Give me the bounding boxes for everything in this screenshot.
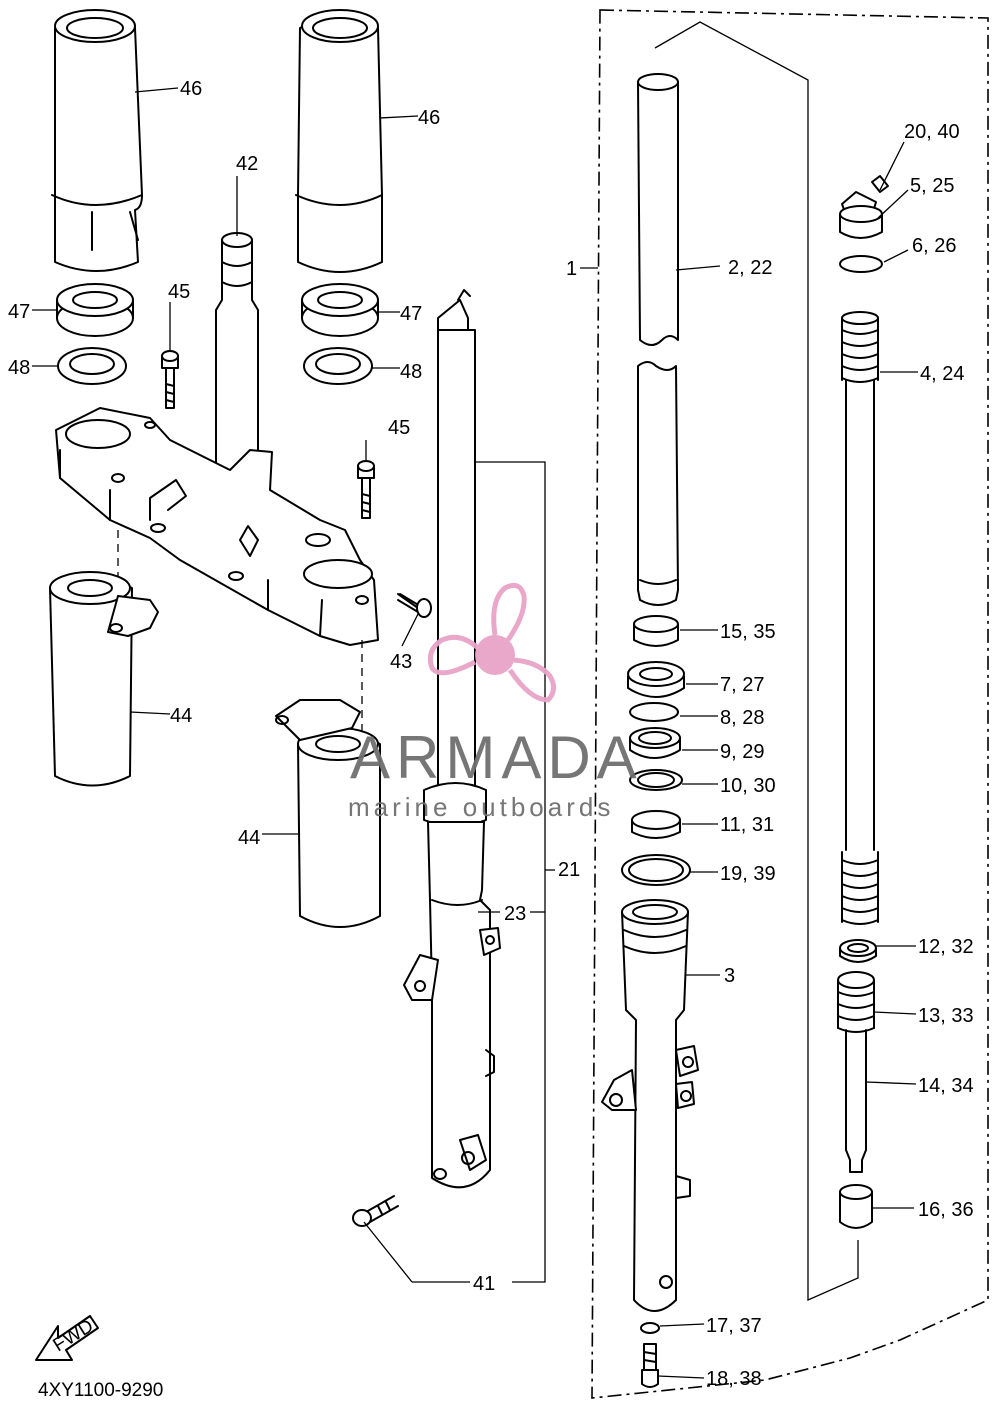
cap-bolt: [839, 175, 889, 239]
bolt-41: [352, 1195, 399, 1227]
watermark-hub: [475, 635, 515, 675]
callout-6-26: 6, 26: [912, 235, 956, 257]
fork-assembly-21: [403, 289, 501, 1189]
callout-47-left: 47: [8, 301, 30, 323]
fork-cover-right: [295, 9, 383, 273]
outer-tube: [601, 899, 699, 1312]
washer-17: [640, 1322, 660, 1334]
fork-cover-left: [51, 9, 143, 272]
bracket-lines: [363, 461, 555, 1283]
callout-18-38: 18, 38: [706, 1368, 762, 1390]
spacer-47-right: [301, 283, 379, 337]
callout-labels: 46 46 42 45 45 47 47 48 48 43 44 44 21 2…: [8, 78, 974, 1390]
callout-46-right: 46: [418, 107, 440, 129]
bolt-45-left: [161, 350, 179, 409]
lower-bracket: [55, 407, 379, 646]
watermark-title: ARMADA: [350, 724, 643, 791]
callout-3: 3: [724, 965, 735, 987]
callout-2-22: 2, 22: [728, 257, 772, 279]
callout-9-29: 9, 29: [720, 741, 764, 763]
callout-16-36: 16, 36: [918, 1199, 974, 1221]
callout-43: 43: [390, 651, 412, 673]
callout-45-left: 45: [168, 281, 190, 303]
o-ring: [839, 255, 883, 273]
callout-17-37: 17, 37: [706, 1315, 762, 1337]
washer-48-right: [303, 347, 373, 385]
watermark-subtitle: marine outboards: [348, 792, 614, 822]
callout-44-right: 44: [238, 827, 260, 849]
oil-lock-piece: [839, 1184, 873, 1229]
callout-48-left: 48: [8, 357, 30, 379]
callout-42: 42: [236, 153, 258, 175]
callout-15-35: 15, 35: [720, 621, 776, 643]
callout-14-34: 14, 34: [918, 1075, 974, 1097]
damper-rod: [837, 971, 875, 1173]
watermark: ARMADA marine outboards: [348, 582, 643, 822]
bolt-45-right: [357, 460, 375, 519]
callout-10-30: 10, 30: [720, 775, 776, 797]
callout-44-left: 44: [170, 705, 192, 727]
fwd-arrow: FWD: [35, 1315, 99, 1361]
watermark-propeller-blade: [491, 582, 527, 642]
fork-cover-44-right: [275, 699, 381, 928]
inner-tube: [637, 73, 679, 606]
spring: [841, 311, 879, 925]
callout-21: 21: [558, 859, 580, 881]
callout-48-right: 48: [400, 361, 422, 383]
bolt-18: [641, 1343, 659, 1388]
callout-12-32: 12, 32: [918, 936, 974, 958]
callout-5-25: 5, 25: [910, 175, 954, 197]
drawing-code: 4XY1100-9290: [38, 1380, 163, 1401]
callout-45-right: 45: [388, 417, 410, 439]
bolt-43: [397, 593, 432, 618]
callout-46-left: 46: [180, 78, 202, 100]
callout-41: 41: [473, 1273, 495, 1295]
callout-20-40: 20, 40: [904, 121, 960, 143]
leader-lines: [32, 87, 918, 1379]
callout-19-39: 19, 39: [720, 863, 776, 885]
washer-48-left: [57, 347, 127, 385]
callout-13-33: 13, 33: [918, 1005, 974, 1027]
watermark-propeller-blade: [507, 657, 556, 703]
fork-cover-44-left: [49, 571, 159, 787]
callout-7-27: 7, 27: [720, 674, 764, 696]
spring-seat: [839, 939, 877, 963]
callout-23: 23: [504, 903, 526, 925]
callout-4-24: 4, 24: [920, 363, 964, 385]
callout-47-right: 47: [400, 303, 422, 325]
spacer-47-left: [56, 283, 134, 337]
watermark-propeller-blade: [427, 634, 480, 676]
assembly-boundary: [591, 9, 989, 1399]
seal-stack: [621, 615, 691, 886]
callout-11-31: 11, 31: [720, 814, 774, 836]
callout-8-28: 8, 28: [720, 707, 764, 729]
callout-1: 1: [566, 258, 577, 280]
